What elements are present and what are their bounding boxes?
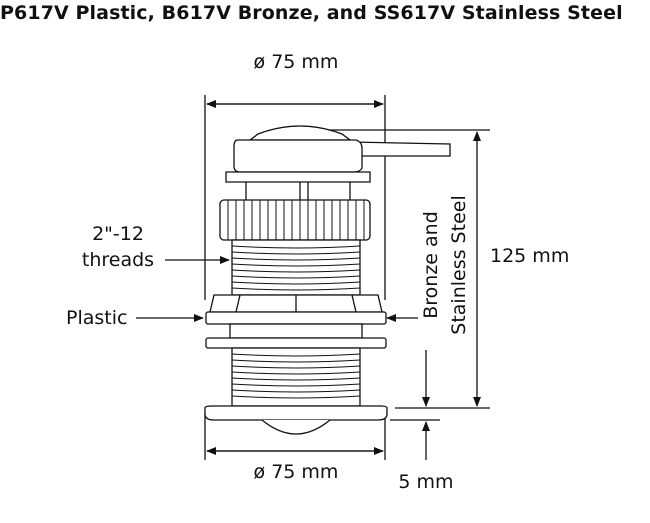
top-diameter-label: ø 75 mm (254, 51, 339, 73)
bottom-diameter-dimension (204, 412, 386, 460)
height-label: 125 mm (490, 245, 569, 267)
page-title: P617V Plastic, B617V Bronze, and SS617V … (0, 2, 623, 24)
top-diameter-dimension (204, 95, 386, 300)
threads-label-line1: 2"-12 (92, 223, 144, 245)
metal-callout-arrow (386, 314, 430, 407)
flange-thickness-label: 5 mm (398, 471, 453, 493)
bottom-diameter-label: ø 75 mm (254, 461, 339, 483)
metal-label-line2: Stainless Steel (448, 195, 470, 334)
transducer-body (204, 125, 451, 435)
height-dimension (330, 129, 490, 409)
plastic-label: Plastic (66, 307, 127, 329)
metal-label-line1: Bronze and (420, 211, 442, 319)
threads-label-line2: threads (82, 249, 154, 271)
flange-thickness-dimension (390, 419, 440, 460)
